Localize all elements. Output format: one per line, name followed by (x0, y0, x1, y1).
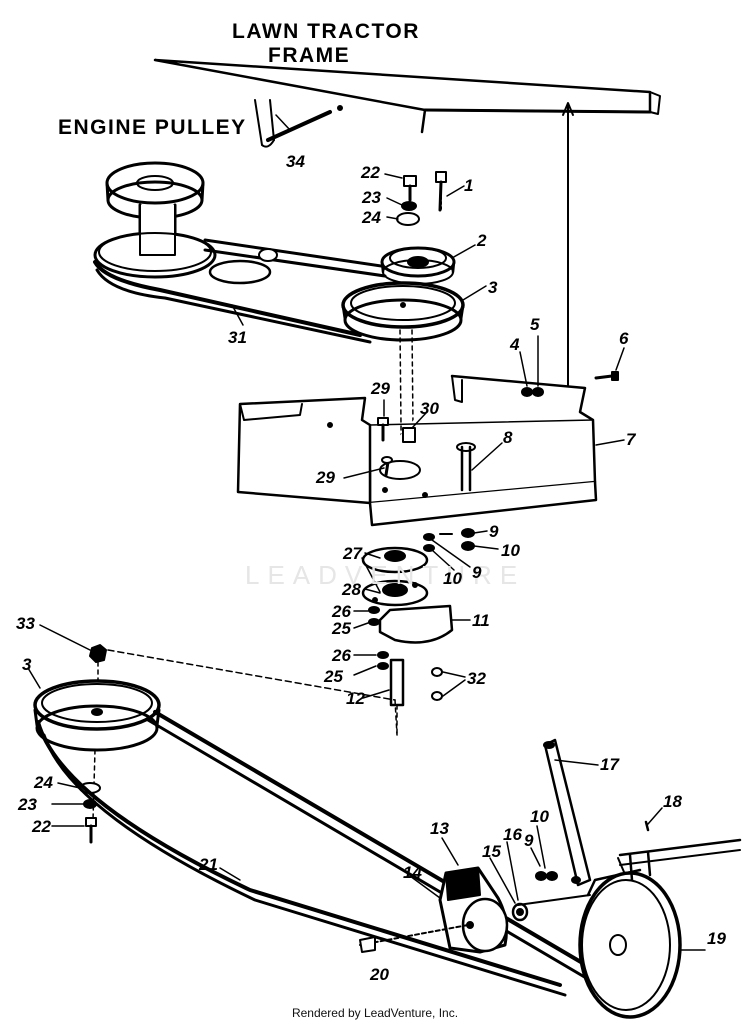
frame-title-line1: LAWN TRACTOR (232, 20, 420, 43)
callout-25-top: 25 (332, 619, 351, 638)
callout-1: 1 (464, 176, 474, 195)
callout-14: 14 (403, 863, 422, 882)
callout-23-bottom: 23 (18, 795, 37, 814)
callout-6: 6 (619, 329, 629, 348)
callout-23-top: 23 (362, 188, 381, 207)
callout-15: 15 (482, 842, 501, 861)
callout-29-top: 29 (371, 379, 390, 398)
callout-16: 16 (503, 825, 522, 844)
callout-26-bottom: 26 (332, 646, 351, 665)
callout-7: 7 (626, 430, 636, 449)
drive-pulley-3-top (341, 281, 465, 521)
callout-5: 5 (530, 315, 540, 334)
callout-26-top: 26 (332, 602, 351, 621)
leader-lines (27, 114, 706, 951)
idler-pulley-2 (380, 171, 456, 285)
callout-10-lower: 10 (530, 807, 549, 826)
bearing-assembly (361, 528, 475, 736)
mounting-bracket-7 (236, 371, 619, 535)
callout-22-bottom: 22 (32, 817, 51, 836)
callout-31: 31 (228, 328, 247, 347)
frame-title-line2: FRAME (268, 44, 351, 67)
callout-24-top: 24 (362, 208, 381, 227)
callout-9-left: 9 (472, 563, 482, 582)
callout-33: 33 (16, 614, 35, 633)
callout-12: 12 (346, 689, 365, 708)
callout-11: 11 (472, 611, 490, 630)
callout-28: 28 (342, 580, 361, 599)
watermark-text: LEADVENTURE (245, 560, 526, 590)
callout-34: 34 (286, 152, 305, 171)
callout-19: 19 (707, 929, 726, 948)
drive-belt-21 (36, 710, 622, 997)
callout-20: 20 (370, 965, 389, 984)
callout-4: 4 (510, 335, 520, 354)
tractor-frame (153, 58, 661, 148)
callout-18: 18 (663, 792, 682, 811)
callout-9-lower: 9 (524, 831, 534, 850)
callout-21: 21 (199, 855, 218, 874)
callout-30: 30 (420, 399, 439, 418)
callout-3-top: 3 (488, 278, 498, 297)
lower-pulley-assembly (33, 644, 398, 844)
callout-10-right: 10 (501, 541, 520, 560)
callout-8: 8 (503, 428, 513, 447)
callout-24-bottom: 24 (34, 773, 53, 792)
callout-25-bottom: 25 (324, 667, 343, 686)
callout-32: 32 (467, 669, 486, 688)
callout-29-bottom: 29 (316, 468, 335, 487)
callout-17: 17 (600, 755, 619, 774)
callout-22-top: 22 (361, 163, 380, 182)
callout-2: 2 (477, 231, 487, 250)
callout-13: 13 (430, 819, 449, 838)
callout-9-right: 9 (489, 522, 499, 541)
footer-credit: Rendered by LeadVenture, Inc. (291, 1006, 459, 1020)
engine-pulley-assembly (93, 161, 397, 344)
transmission-assembly (359, 738, 742, 1019)
callout-27: 27 (343, 544, 362, 563)
engine-pulley-title: ENGINE PULLEY (58, 116, 247, 139)
callout-10-left: 10 (443, 569, 462, 588)
callout-3-bottom: 3 (22, 655, 32, 674)
